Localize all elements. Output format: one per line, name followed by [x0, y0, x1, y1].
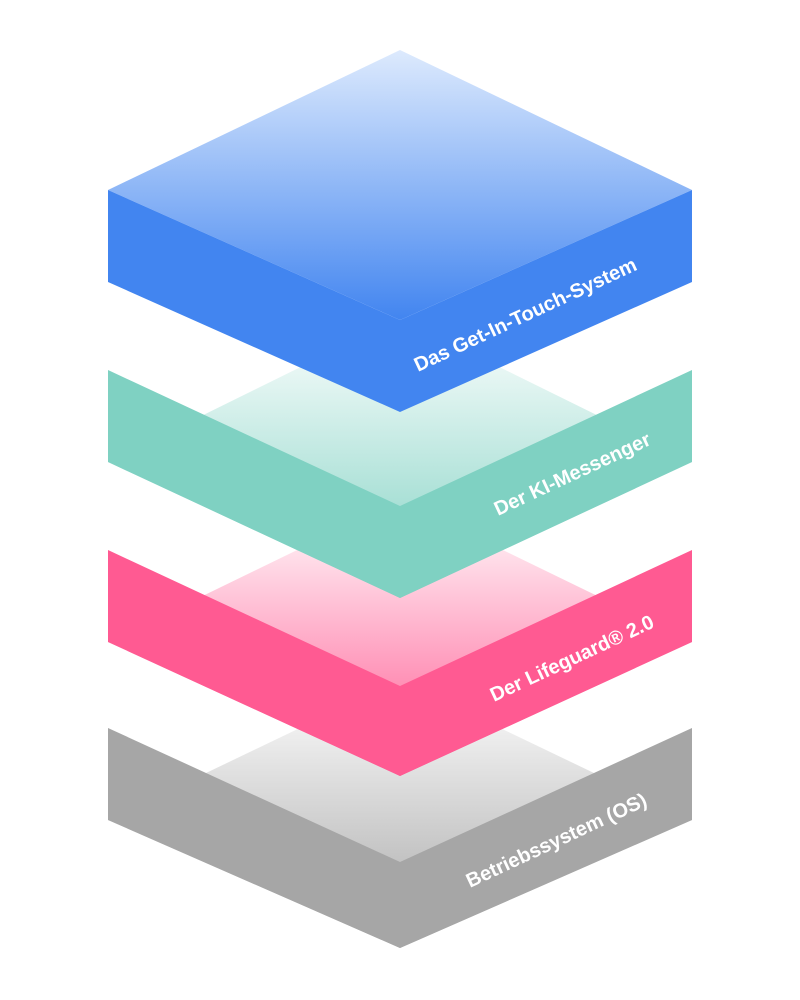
layer-touch-top [108, 50, 692, 320]
layer-touch-front [108, 190, 692, 412]
layer-messenger [108, 318, 692, 598]
layer-touch [108, 50, 692, 412]
layer-os-front [108, 728, 692, 948]
layer-messenger-front [108, 370, 692, 598]
layer-lifeguard-front [108, 550, 692, 776]
layer-lifeguard [108, 500, 692, 776]
layer-os [108, 680, 692, 948]
